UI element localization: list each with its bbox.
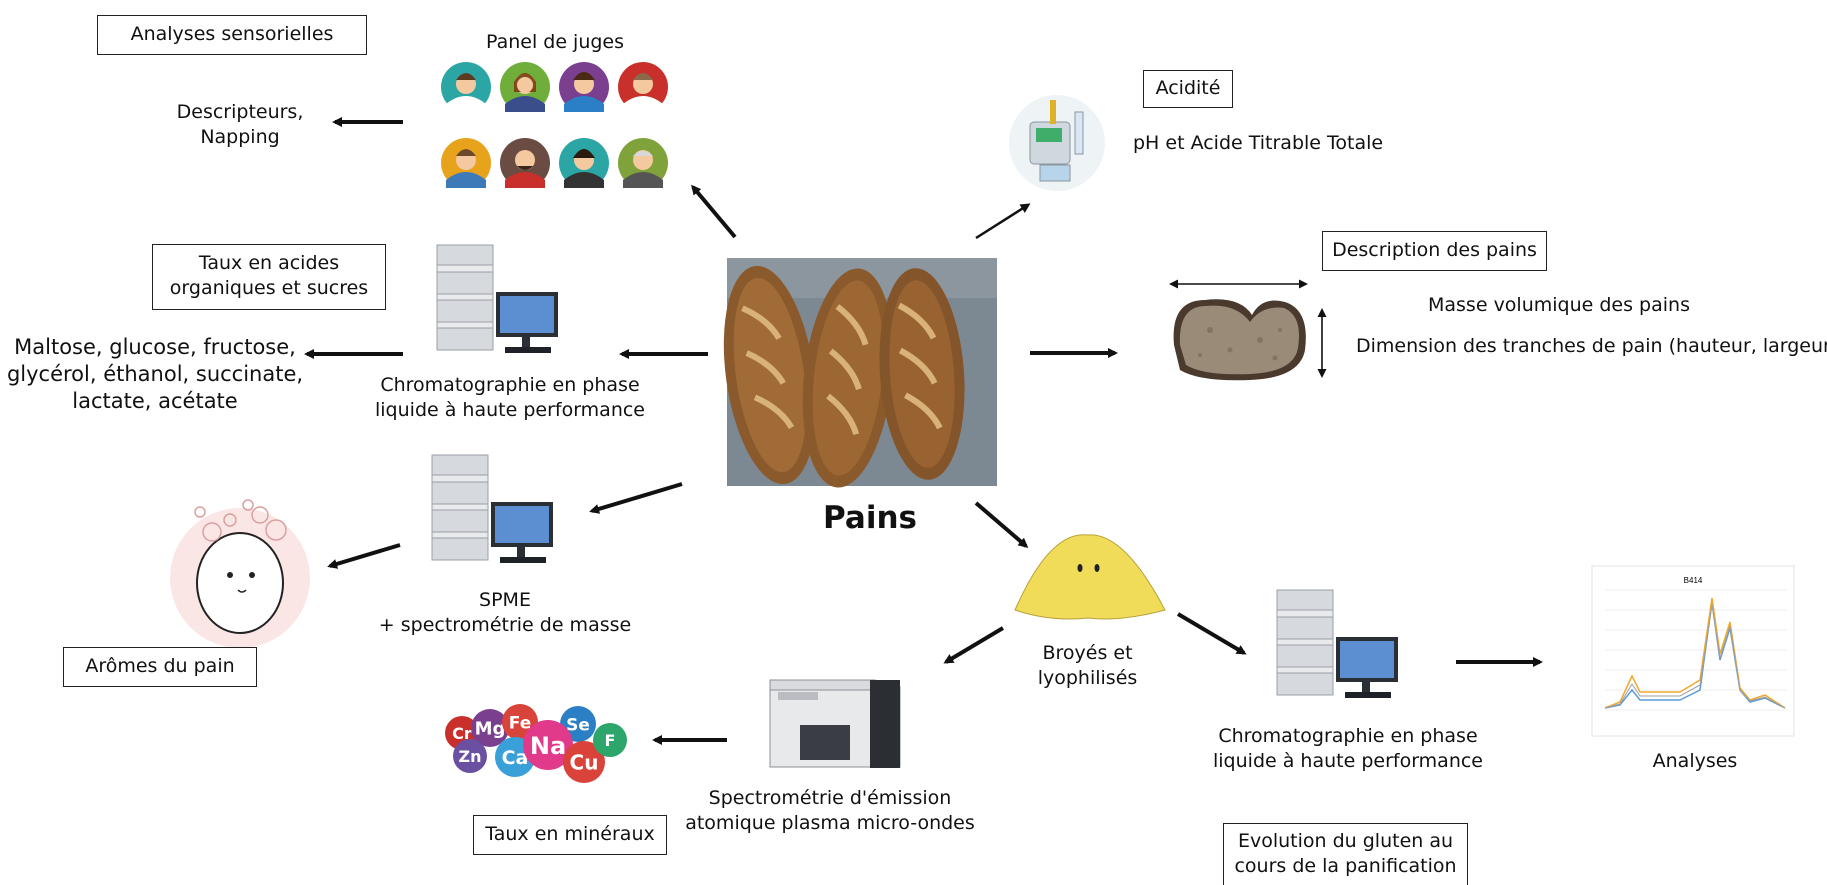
broyes-line-2: lyophilisés [1037, 667, 1138, 689]
titrator-image [1009, 95, 1105, 191]
judge-avatar [559, 138, 609, 188]
sugars-list-label: Maltose, glucose, fructose, glycérol, ét… [0, 334, 310, 415]
aroma-blob-image [170, 499, 310, 648]
judge-avatar [441, 138, 491, 188]
sugars-line-3: lactate, acétate [72, 389, 238, 413]
mineral-symbol: F [605, 731, 616, 750]
mineral-symbol: Cu [570, 750, 599, 774]
hplc1-line-1: Chromatographie en phase [380, 374, 640, 396]
hplc-instrument-1 [436, 244, 558, 353]
hplc2-line-2: liquide à haute performance [1213, 750, 1483, 772]
descriptors-line-2: Napping [200, 126, 280, 148]
judge-avatar [618, 138, 668, 188]
spme-line-2: + spectrométrie de masse [378, 614, 632, 636]
judge-avatar [500, 62, 550, 112]
arrow-to-aromas [327, 543, 401, 569]
center-title: Pains [823, 500, 917, 536]
density-label: Masse volumique des pains [1428, 294, 1690, 316]
acids-sugars-box: Taux en acides organiques et sucres [152, 244, 386, 310]
mineral-ball [563, 741, 605, 783]
ground-lyophilized-label: Broyés et lyophilisés [1020, 641, 1155, 691]
aromas-box: Arômes du pain [63, 647, 257, 687]
mineral-symbol: Mg [475, 719, 506, 740]
mineral-symbol: Zn [459, 747, 482, 766]
descriptors-label: Descripteurs, Napping [160, 100, 320, 150]
spme-line-1: SPME [479, 589, 531, 611]
analyses-chart-thumbnail: B414 [1591, 565, 1795, 737]
arrow-to-panel [691, 184, 737, 239]
arrow-to-acidity [975, 203, 1031, 240]
panel-label: Panel de juges [485, 31, 625, 53]
arrow-to-flour [974, 501, 1029, 548]
gluten-line-2: cours de la panification [1234, 855, 1457, 877]
mineral-ball [523, 720, 573, 770]
mineral-symbol: Na [530, 732, 566, 760]
judge-avatar [559, 62, 609, 112]
analyses-label: Analyses [1652, 750, 1738, 772]
spectrometry-label: Spectrométrie d'émission atomique plasma… [670, 786, 990, 836]
bread-description-box: Description des pains [1322, 231, 1547, 271]
mineral-symbol: Fe [509, 713, 531, 733]
arrow-to-hplc2 [1176, 612, 1247, 655]
acids-sugars-line-2: organiques et sucres [169, 277, 369, 299]
ph-label: pH et Acide Titrable Totale [1133, 132, 1384, 154]
arrow-to-spme [589, 482, 683, 514]
spme-instrument [431, 454, 553, 563]
acidity-box: Acidité [1143, 70, 1233, 108]
broyes-line-1: Broyés et [1042, 642, 1133, 664]
hplc2-line-1: Chromatographie en phase [1218, 725, 1478, 747]
judge-avatar [441, 62, 491, 112]
mineral-ball [593, 723, 627, 757]
hplc1-label: Chromatographie en phase liquide à haute… [360, 373, 660, 423]
mineral-ball [453, 739, 487, 773]
hplc1-line-2: liquide à haute performance [375, 399, 645, 421]
chart-thumb-title: B414 [1684, 576, 1703, 585]
plasma-spectrometer-image [769, 679, 901, 768]
descriptors-line-1: Descripteurs, [176, 101, 304, 123]
spectro-line-1: Spectrométrie d'émission [708, 787, 952, 809]
hplc2-label: Chromatographie en phase liquide à haute… [1198, 724, 1498, 774]
mineral-symbol: Cr [452, 724, 472, 743]
mineral-ball [471, 709, 509, 747]
mineral-symbol: Se [566, 715, 590, 735]
acids-sugars-line-1: Taux en acides [198, 252, 340, 274]
judge-panel-avatars [441, 62, 668, 188]
bread-photo [723, 258, 997, 488]
gluten-evolution-box: Evolution du gluten au cours de la panif… [1223, 823, 1468, 885]
mineral-symbol: Ca [502, 747, 529, 769]
judge-avatar [500, 138, 550, 188]
sugars-line-2: glycérol, éthanol, succinate, [6, 362, 304, 386]
gluten-line-1: Evolution du gluten au [1237, 830, 1454, 852]
hplc-instrument-2 [1276, 589, 1398, 698]
sensory-analysis-box: Analyses sensorielles [97, 15, 367, 55]
arrow-to-spectro [943, 626, 1005, 664]
spme-label: SPME + spectrométrie de masse [355, 588, 655, 638]
minerals-box: Taux en minéraux [473, 815, 667, 855]
judge-avatar [618, 62, 668, 112]
spectro-line-2: atomique plasma micro-ondes [685, 812, 975, 834]
sugars-line-1: Maltose, glucose, fructose, [14, 335, 296, 359]
flour-pile-image [1014, 534, 1166, 620]
dimension-label: Dimension des tranches de pain (hauteur,… [1356, 335, 1827, 357]
bread-slice-image [1173, 299, 1306, 381]
